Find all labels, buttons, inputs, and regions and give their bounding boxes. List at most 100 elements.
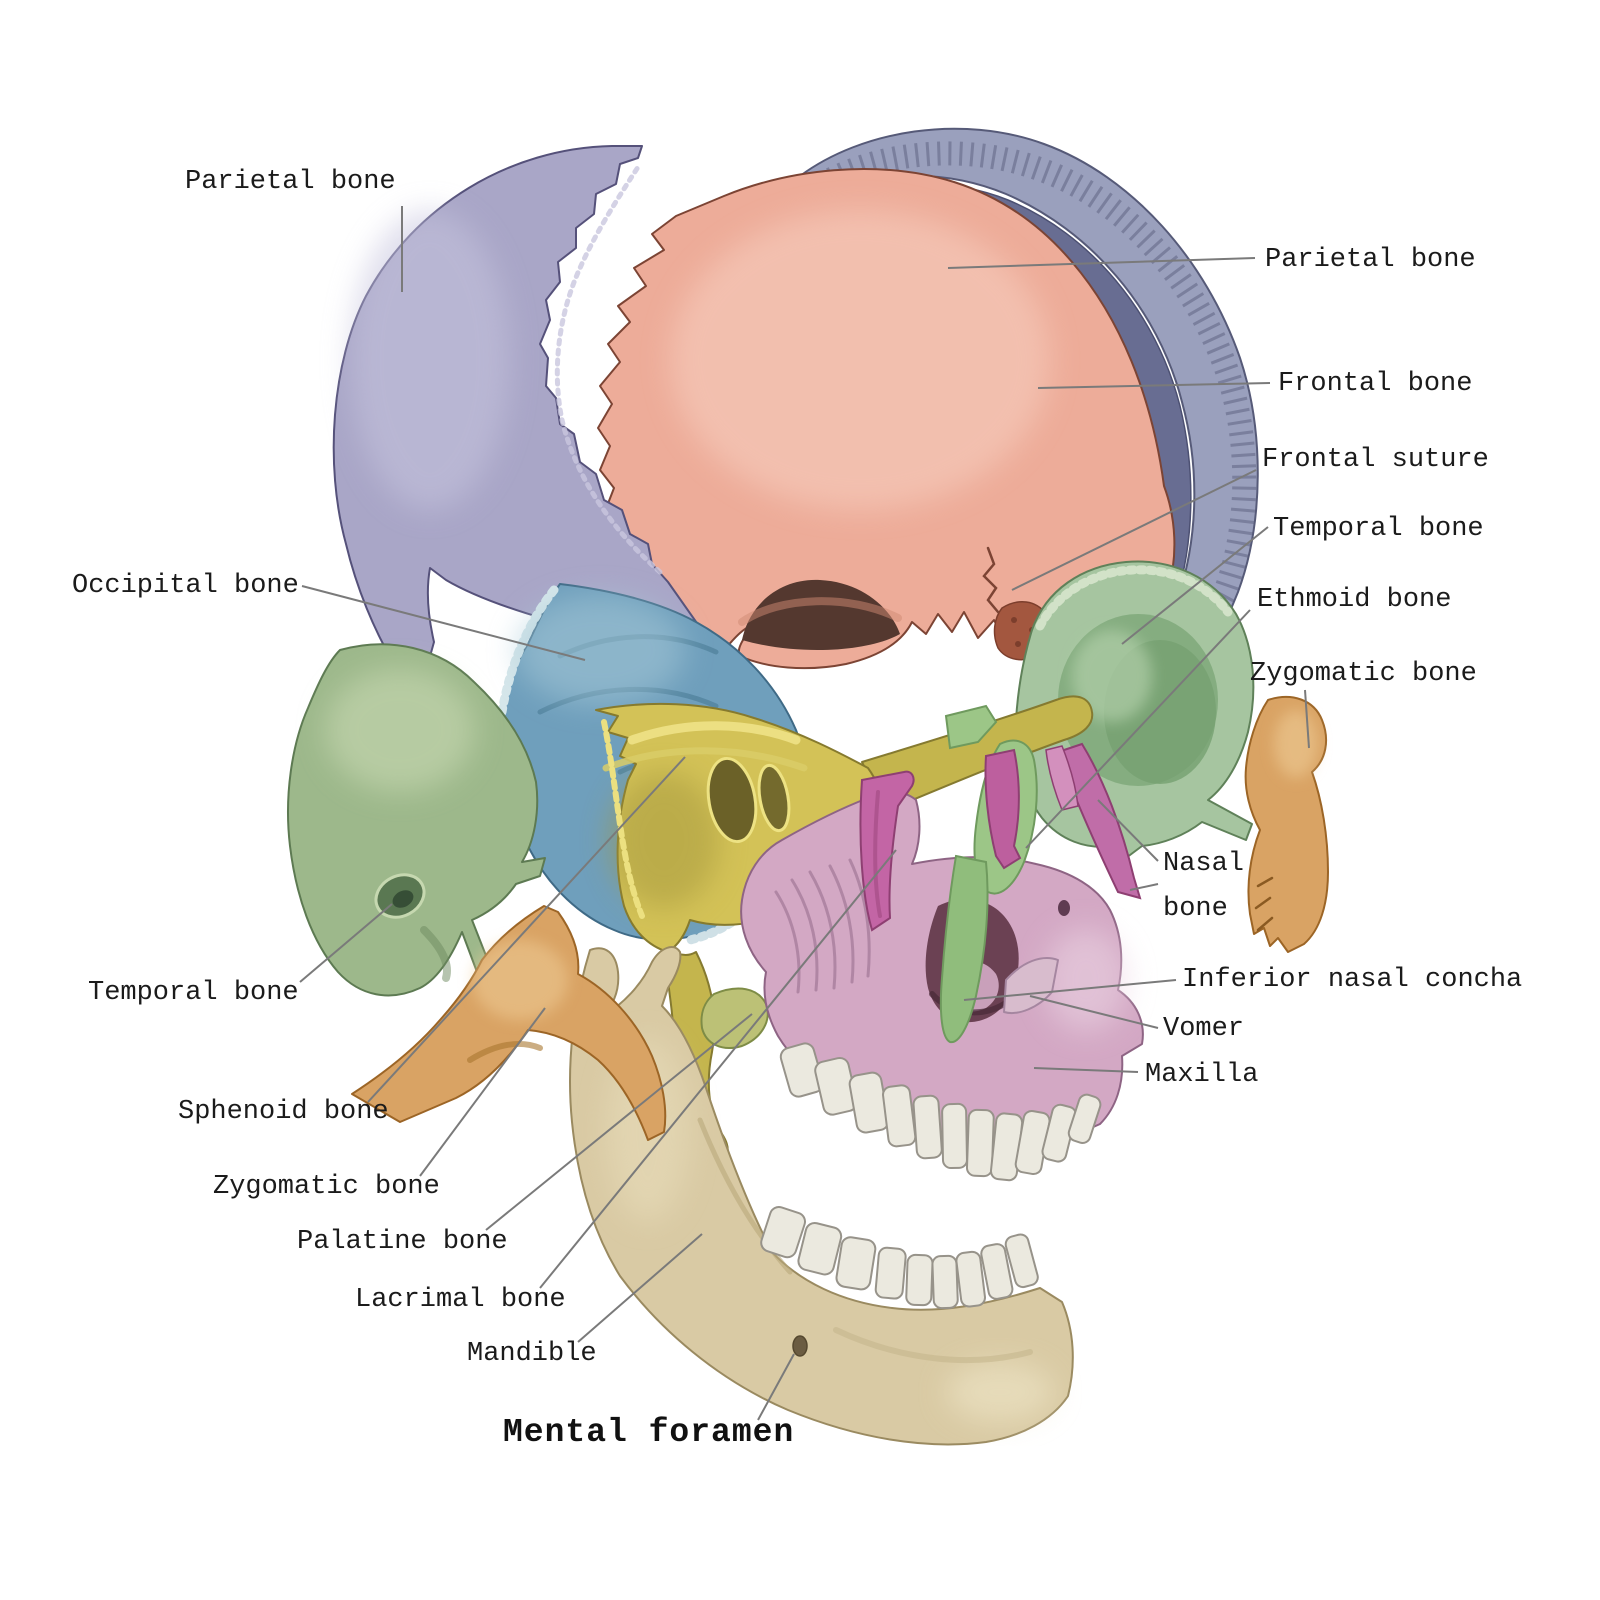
leader-nasal-a: [1097, 799, 1159, 862]
maxilla-ridge: [790, 878, 819, 992]
parietal-right-rim-serration: [805, 141, 1257, 648]
frontal-orbit-left: [742, 579, 900, 651]
maxilla-highlight: [1044, 928, 1128, 1032]
maxilla-ridge: [848, 858, 871, 978]
tooth: [965, 1108, 995, 1178]
lower-teeth: [760, 1206, 1039, 1310]
label-frontal-bone: Frontal bone: [1278, 369, 1472, 399]
mandible-body-shade: [833, 1327, 1033, 1364]
bone-zygomatic-right: [1244, 695, 1329, 953]
mandible-chin-highlight: [946, 1362, 1054, 1422]
leader-inferior-nasal-concha: [963, 979, 1177, 1001]
temporal-right-serration: [1035, 565, 1233, 631]
ear-canal-inner: [392, 890, 414, 908]
tooth: [835, 1236, 877, 1291]
frontal-highlight: [670, 210, 1050, 510]
maxilla-ridge: [774, 890, 801, 994]
zygomatic-right-highlight: [1274, 710, 1318, 778]
leader-ethmoid: [1025, 609, 1251, 849]
tooth: [912, 1094, 943, 1160]
leader-occipital: [301, 585, 586, 661]
bone-parietal-left: [332, 145, 707, 679]
leader-frontal-suture: [1011, 469, 1257, 591]
label-parietal-bone-left: Parietal bone: [185, 167, 396, 197]
tooth: [980, 1243, 1014, 1300]
infraorbital-foramen: [1058, 900, 1070, 916]
leader-vomer: [1029, 995, 1159, 1029]
upper-teeth: [779, 1042, 1102, 1182]
zygomatic-left-highlight: [472, 940, 568, 1020]
label-vomer: Vomer: [1163, 1014, 1244, 1044]
leader-temporal-left: [299, 903, 393, 983]
occipital-highlight: [515, 595, 685, 705]
sphenoid-ruffle-edge: [601, 719, 645, 919]
maxilla-ridge: [828, 864, 855, 984]
leader-mandible: [577, 1233, 703, 1343]
maxilla-ridge: [808, 870, 837, 990]
label-palatine-bone: Palatine bone: [297, 1227, 508, 1257]
label-temporal-bone-left: Temporal bone: [88, 978, 299, 1008]
leader-frontal: [1037, 382, 1271, 389]
leader-maxilla: [1033, 1067, 1139, 1073]
bone-nasal-right-sliver: [1045, 745, 1079, 811]
label-nasal-bone-line2: bone: [1163, 894, 1228, 924]
leader-sphenoid: [367, 756, 686, 1103]
tooth: [905, 1253, 934, 1307]
leader-zygomatic-right: [1304, 689, 1310, 749]
zygomatic-right-texture: [1254, 876, 1274, 932]
patch-dot: [1011, 617, 1017, 623]
tooth: [797, 1221, 843, 1276]
leader-mental-foramen: [757, 1353, 795, 1421]
label-lacrimal-bone: Lacrimal bone: [355, 1285, 566, 1315]
bone-ethmoid-fragment: [944, 704, 998, 750]
labels: Parietal bone Occipital bone Temporal bo…: [72, 167, 1522, 1451]
temporal-right-bowl-light: [1072, 630, 1152, 722]
leader-palatine: [485, 1013, 753, 1231]
tooth: [882, 1084, 917, 1148]
mastoid-shade: [420, 926, 451, 982]
zygomatic-left-notch-shade: [467, 1041, 543, 1063]
leader-zygomatic-left: [419, 1007, 546, 1177]
frontal-suture-crack: [982, 546, 1000, 614]
tooth: [1067, 1093, 1102, 1144]
bone-ethmoid-plate-lower: [939, 854, 989, 1044]
nasal-left-shade: [873, 790, 882, 918]
label-mental-foramen: Mental foramen: [503, 1414, 794, 1451]
label-zygomatic-bone-right: Zygomatic bone: [1250, 659, 1477, 689]
tooth: [941, 1102, 968, 1170]
parietal-left-highlight: [350, 210, 510, 510]
tooth: [955, 1250, 986, 1308]
sphenoid-foramen-small: [757, 763, 791, 833]
leader-nasal-b: [1129, 883, 1159, 891]
label-sphenoid-bone: Sphenoid bone: [178, 1097, 389, 1127]
label-zygomatic-bone-left: Zygomatic bone: [213, 1172, 440, 1202]
bone-nasal-lacrimal-left: [859, 770, 915, 932]
label-ethmoid-bone: Ethmoid bone: [1257, 585, 1451, 615]
bone-zygomatic-left: [351, 905, 667, 1141]
mandible-oblique-line: [697, 1117, 793, 1275]
patch-dot: [1015, 641, 1021, 647]
label-nasal-bone-line1: Nasal: [1163, 849, 1244, 879]
leader-parietal-right: [947, 257, 1256, 269]
sphenoid-shade: [609, 772, 719, 908]
parietal-left-serration-accent: [554, 161, 663, 575]
tooth: [1004, 1233, 1039, 1289]
label-occipital-bone: Occipital bone: [72, 571, 299, 601]
bone-nasal-mid: [984, 748, 1022, 870]
mental-foramen: [792, 1335, 808, 1357]
label-maxilla: Maxilla: [1145, 1060, 1258, 1090]
temporal-left-highlight: [325, 668, 475, 792]
frontal-brow-shade-left: [738, 597, 902, 626]
tooth: [874, 1246, 907, 1300]
sphenoid-lesser-wing-arc2: [602, 747, 808, 772]
label-temporal-bone-right: Temporal bone: [1273, 514, 1484, 544]
label-mandible: Mandible: [467, 1339, 597, 1369]
leader-lacrimal: [539, 849, 897, 1289]
sphenoid-foramen-large: [706, 756, 758, 844]
label-inferior-nasal-concha: Inferior nasal concha: [1182, 965, 1522, 995]
leader-lines: [299, 206, 1310, 1421]
label-frontal-suture: Frontal suture: [1262, 445, 1489, 475]
leader-temporal-right: [1121, 526, 1269, 645]
